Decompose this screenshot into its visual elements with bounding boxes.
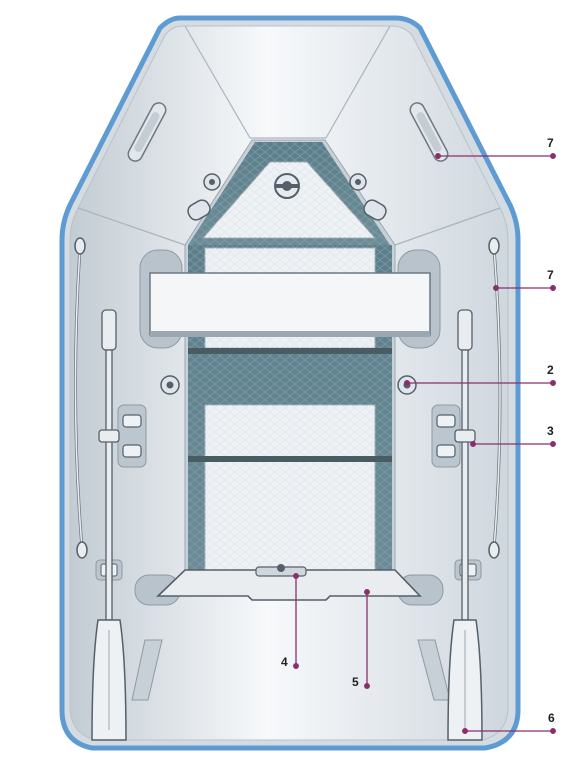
callout-label-oar-holder: 3: [547, 424, 554, 438]
callout-label-handle: 7: [547, 136, 554, 150]
oar-left: [91, 309, 127, 741]
callout-lines: [293, 153, 556, 734]
callout-label-oarlock: 2: [547, 363, 554, 377]
transom: [156, 569, 422, 601]
oar-holder-right-icon: [431, 404, 461, 468]
oarlock-left-icon: [160, 375, 180, 395]
bow-d-ring-right-icon: [349, 173, 387, 221]
seat: [149, 272, 431, 336]
bow-ring-icon: [274, 173, 300, 199]
callout-label-transom: 5: [352, 675, 359, 689]
oar-right: [447, 309, 483, 741]
callout-label-transom-plug: 4: [281, 655, 288, 669]
oar-holder-left-icon: [117, 404, 147, 468]
bow-seams: [77, 25, 501, 246]
bow-d-ring-left-icon: [187, 173, 221, 221]
callout-label-oar: 6: [548, 711, 555, 725]
handle-left: [127, 102, 167, 162]
grab-rope-left: [73, 237, 88, 559]
callout-label-grab-rope: 7: [547, 268, 554, 282]
handle-right: [409, 102, 449, 162]
